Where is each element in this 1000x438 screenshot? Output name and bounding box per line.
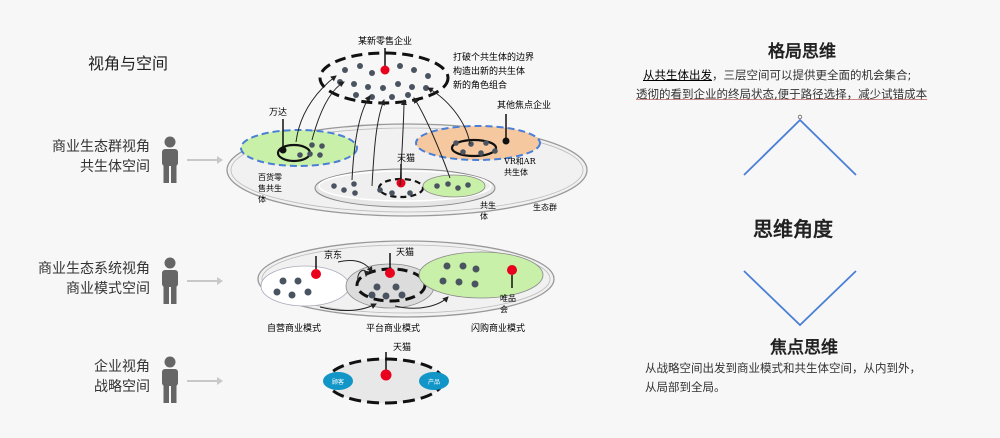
- flash-mode-label: 闪购商业模式: [471, 322, 525, 334]
- customer-label: 顾客: [332, 378, 344, 386]
- level1-line1: 商业生态群视角: [52, 139, 150, 155]
- pattern-line2: 透彻的看到企业的终局状态,便于路径选择，减少试错成本: [636, 87, 928, 101]
- level1-label: 商业生态群视角 共生体空间: [30, 137, 150, 177]
- pattern-line1: 从共生体出发，三层空间可以提供更全面的机会集合;: [643, 67, 911, 83]
- wanda-label: 万达: [269, 106, 287, 118]
- new-retail-group: 某新零售企业 打破个共生体的边界 构造出新的共生体 新的角色组合: [318, 35, 534, 105]
- other-focal-label: 其他焦点企业: [497, 99, 551, 111]
- level1-line2: 共生体空间: [80, 159, 150, 175]
- business-ecosystem-level: 京东 天猫 唯品 会 自营商业模式 平台商业模式 闪购商业模式: [257, 240, 555, 334]
- symbiont-line1: 共生: [480, 200, 496, 210]
- dept-store-line1: 百货零: [258, 172, 282, 182]
- person-icon-level1: [162, 136, 178, 183]
- pattern-bold: 从共生体出发: [643, 68, 712, 82]
- eco-group-level: 万达 百货零 售共生 体 其他焦点企业 VR和AR 共生体 天猫 共生 体 生态…: [226, 75, 588, 221]
- person-icon-level2: [162, 257, 178, 304]
- enterprise-level: 天猫 顾客 产品: [323, 341, 449, 405]
- level2-line1: 商业生态系统视角: [38, 261, 150, 277]
- self-mode-label: 自营商业模式: [267, 322, 321, 334]
- vip-line1: 唯品: [500, 293, 516, 303]
- jd-label: 京东: [324, 249, 342, 261]
- symbiont-line2: 体: [480, 211, 488, 221]
- arrow-icon-level3: [187, 377, 223, 385]
- level3-line1: 企业视角: [94, 359, 150, 375]
- new-retail-label: 某新零售企业: [358, 35, 412, 47]
- platform-mode-label: 平台商业模式: [366, 322, 420, 334]
- dept-store-line3: 体: [258, 194, 266, 204]
- level3-label: 企业视角 战略空间: [30, 357, 150, 397]
- arrow-icon-level2: [187, 277, 223, 285]
- level2-line2: 商业模式空间: [66, 281, 150, 297]
- level2-label: 商业生态系统视角 商业模式空间: [18, 259, 150, 299]
- level3-line2: 战略空间: [94, 379, 150, 395]
- tmall-label-3: 天猫: [393, 341, 411, 353]
- vip-line2: 会: [500, 304, 508, 314]
- focus-line1: 从战略空间出发到商业模式和共生体空间，从内到外，: [645, 361, 921, 375]
- tmall-label-1: 天猫: [397, 152, 415, 164]
- arrow-icon-level1: [187, 156, 223, 164]
- top-note-line2: 构造出新的共生体: [453, 65, 525, 77]
- up-chevron-icon: [743, 114, 857, 176]
- vr-ar-line1: VR和AR: [503, 157, 537, 166]
- vr-ar-line2: 共生体: [504, 167, 528, 177]
- eco-group-label: 生态群: [533, 202, 557, 212]
- focus-line2: 从局部到全局。: [645, 380, 726, 394]
- product-label: 产品: [428, 378, 440, 386]
- person-icon-level3: [162, 356, 178, 403]
- dept-store-line2: 售共生: [258, 183, 282, 193]
- pattern-thinking-title: 格局思维: [768, 42, 836, 62]
- tmall-label-2: 天猫: [396, 246, 414, 258]
- focus-thinking-title: 焦点思维: [770, 338, 838, 358]
- down-chevron-icon: [743, 270, 857, 327]
- pattern-rest: ，三层空间可以提供更全面的机会集合;: [712, 68, 912, 82]
- view-space-title: 视角与空间: [88, 54, 169, 73]
- top-note-line3: 新的角色组合: [453, 79, 507, 91]
- top-note-line1: 打破个共生体的边界: [453, 51, 534, 63]
- thinking-angle-title: 思维角度: [753, 217, 833, 241]
